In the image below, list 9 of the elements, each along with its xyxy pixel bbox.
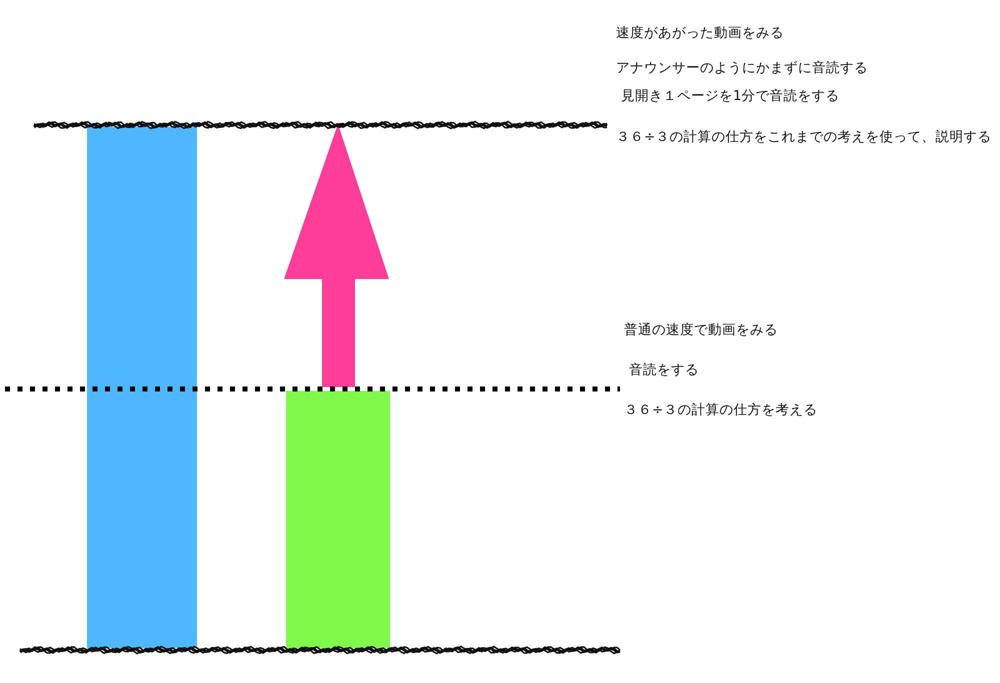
level-label: 見開き１ページを1分で音読をする xyxy=(621,87,840,105)
level-label: 普通の速度で動画をみる xyxy=(624,321,778,339)
level-label: ３６÷３の計算の仕方をこれまでの考えを使って、説明する xyxy=(616,128,992,146)
level-label: 音読をする xyxy=(629,361,699,379)
short-bar xyxy=(286,391,390,648)
level-label: ３６÷３の計算の仕方を考える xyxy=(624,401,818,419)
level-label: アナウンサーのようにかまずに音読する xyxy=(616,59,868,77)
tall-bar xyxy=(87,127,197,648)
level-label: 速度があがった動画をみる xyxy=(616,24,784,42)
